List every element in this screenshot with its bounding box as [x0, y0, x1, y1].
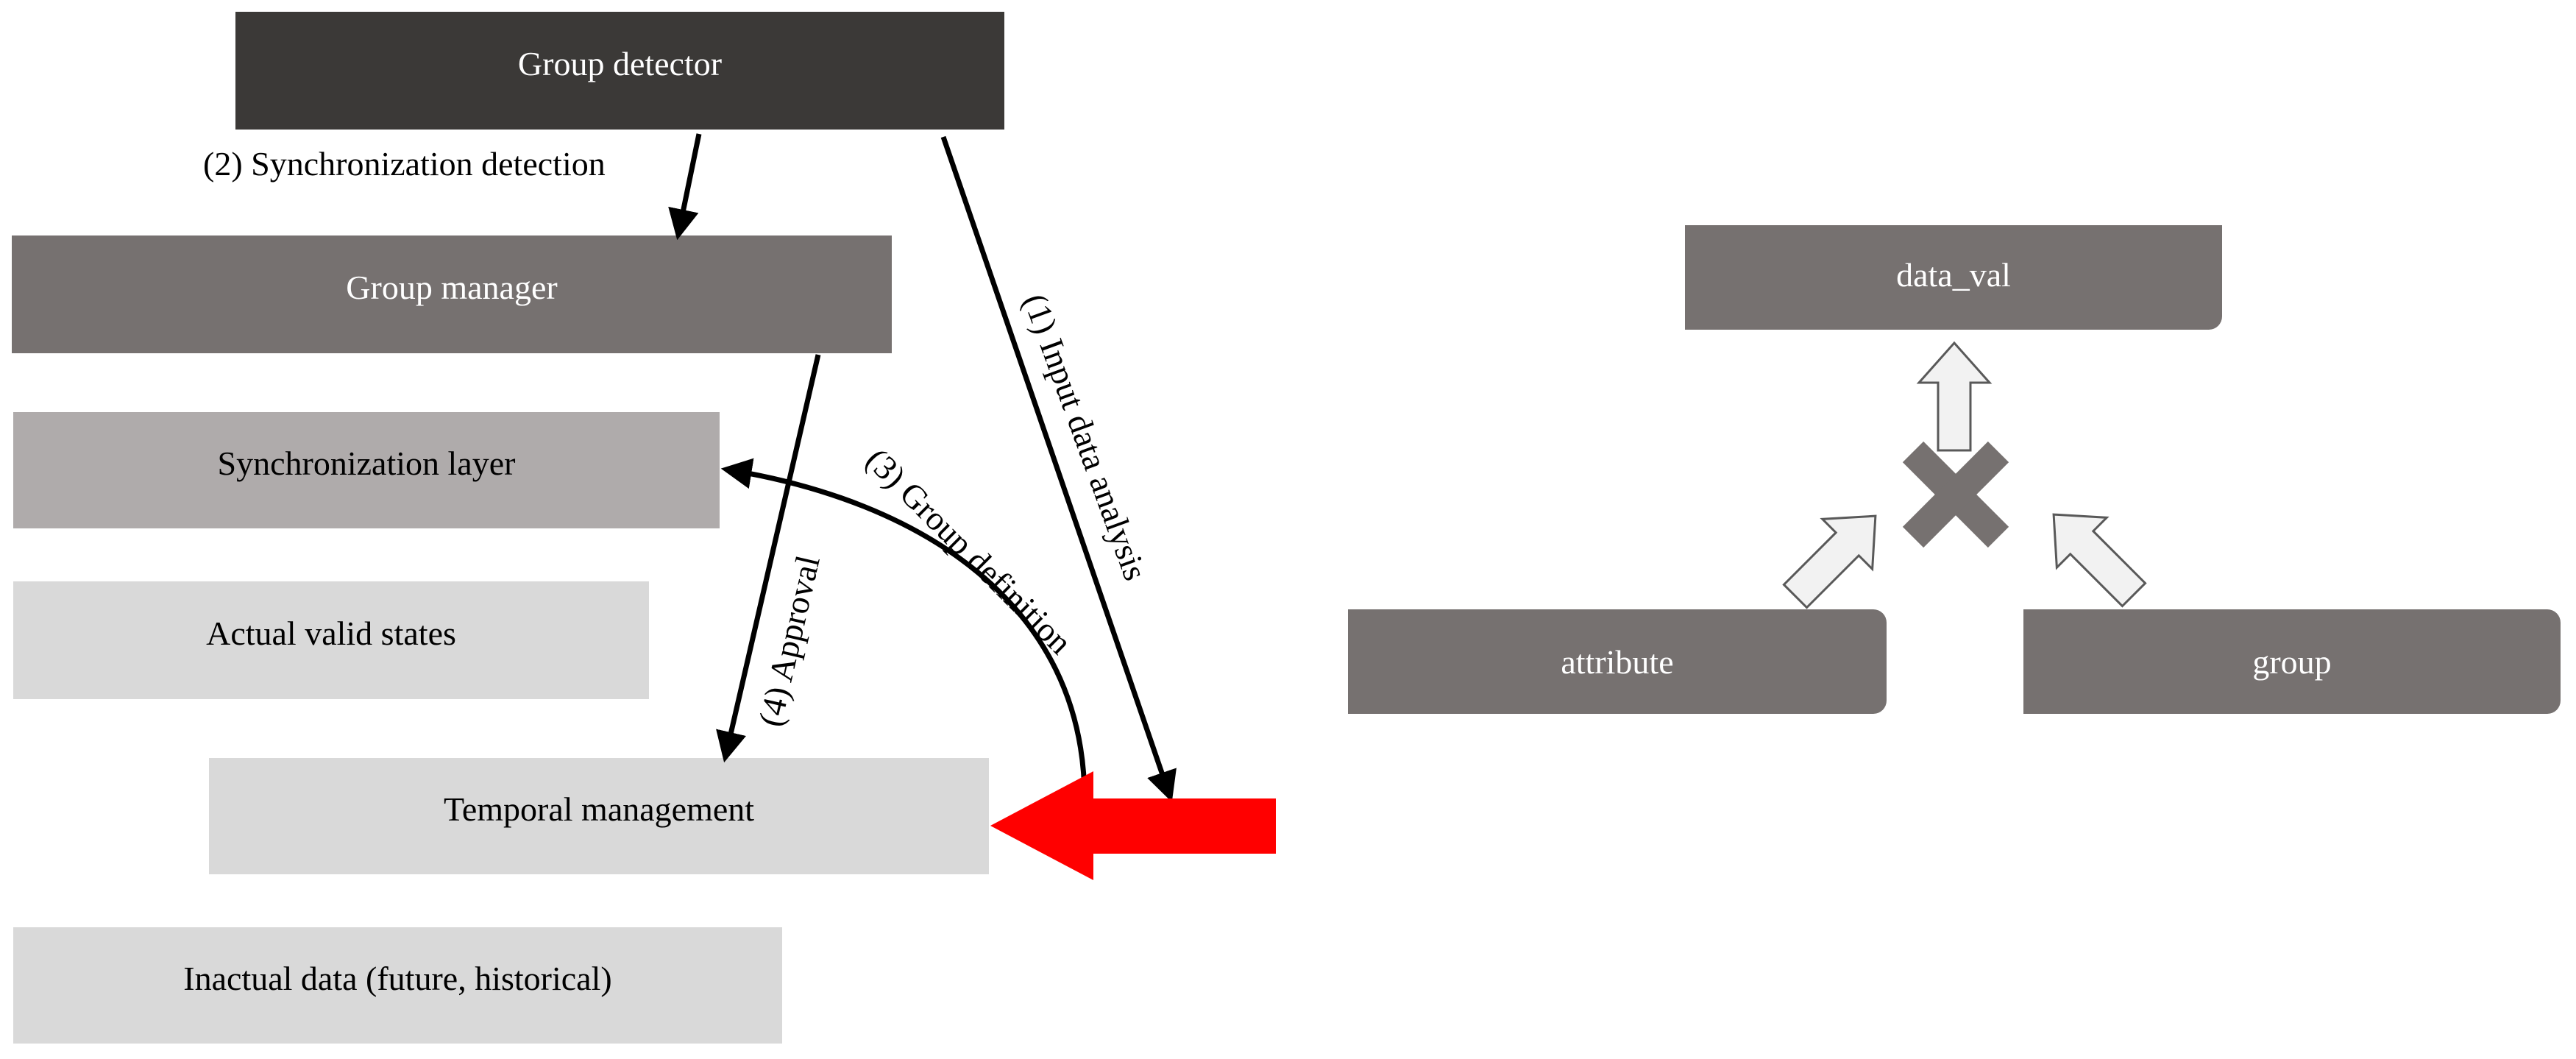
up-hollow-arrow — [1916, 341, 1993, 452]
group-detector-box: Group detector — [235, 12, 1004, 130]
temporal-management-box: Temporal management — [209, 758, 989, 874]
synchronization-layer-box: Synchronization layer — [13, 412, 720, 528]
approval-arrow — [716, 354, 821, 763]
group-detector-label: Group detector — [517, 44, 723, 82]
group-definition-arrow — [720, 458, 1087, 800]
red-input-arrow — [990, 771, 1276, 880]
data-val-box: data_val — [1685, 225, 2222, 330]
attribute-label: attribute — [1561, 642, 1674, 681]
group-label: group — [2252, 642, 2332, 681]
data-val-label: data_val — [1896, 255, 2011, 294]
temporal-management-label: Temporal management — [443, 790, 755, 828]
synchronization-layer-label: Synchronization layer — [217, 444, 516, 482]
actual-valid-states-box: Actual valid states — [13, 581, 649, 699]
attribute-hollow-arrow — [1782, 514, 1877, 609]
actual-valid-states-label: Actual valid states — [206, 614, 456, 652]
sync-detection-arrow — [668, 133, 702, 241]
multiply-icon — [1902, 441, 2009, 548]
attribute-box: attribute — [1348, 609, 1887, 714]
inactual-data-box: Inactual data (future, historical) — [13, 927, 782, 1044]
input-analysis-arrow — [940, 135, 1177, 802]
sync-detection-label: (2) Synchronization detection — [203, 145, 606, 183]
group-box: group — [2023, 609, 2561, 714]
group-manager-box: Group manager — [12, 235, 892, 353]
group-hollow-arrow — [2052, 513, 2147, 608]
group-manager-label: Group manager — [346, 268, 558, 306]
inactual-data-label: Inactual data (future, historical) — [183, 959, 612, 997]
